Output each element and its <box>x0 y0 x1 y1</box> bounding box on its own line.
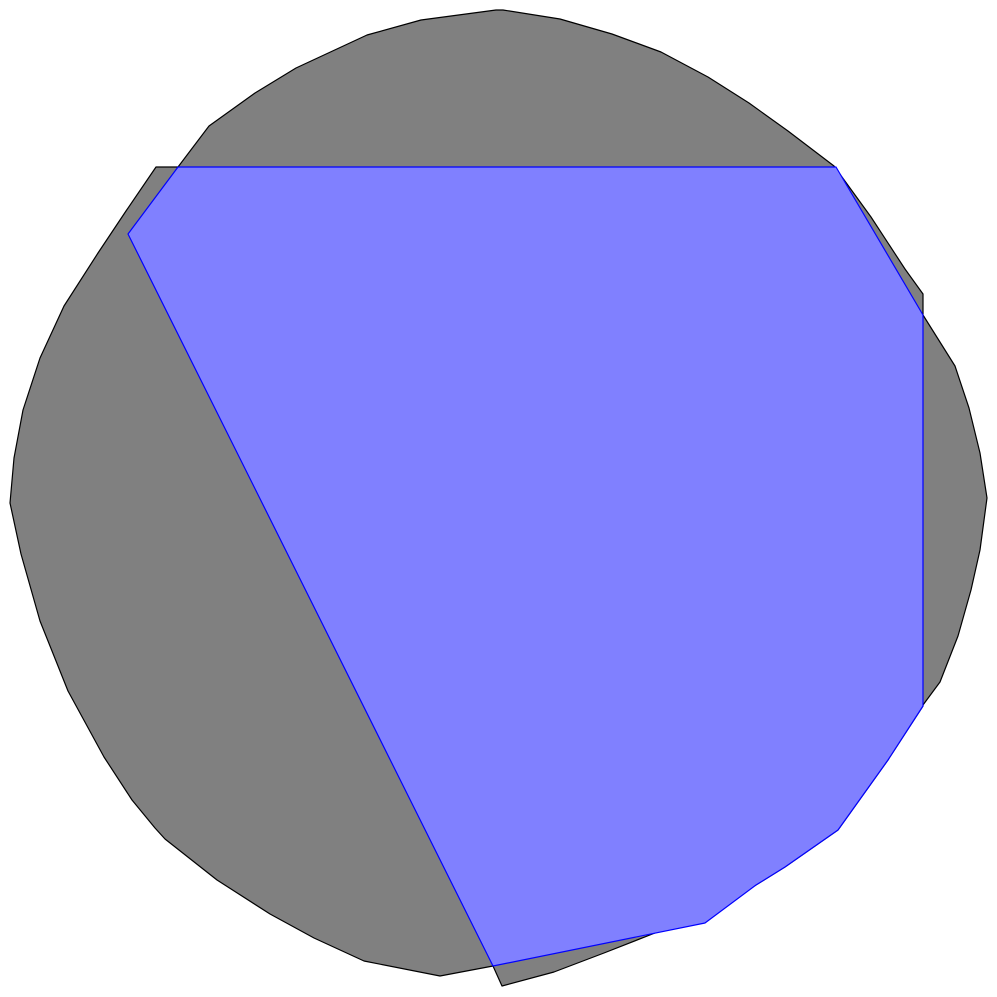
blue-polygon <box>127 166 924 967</box>
